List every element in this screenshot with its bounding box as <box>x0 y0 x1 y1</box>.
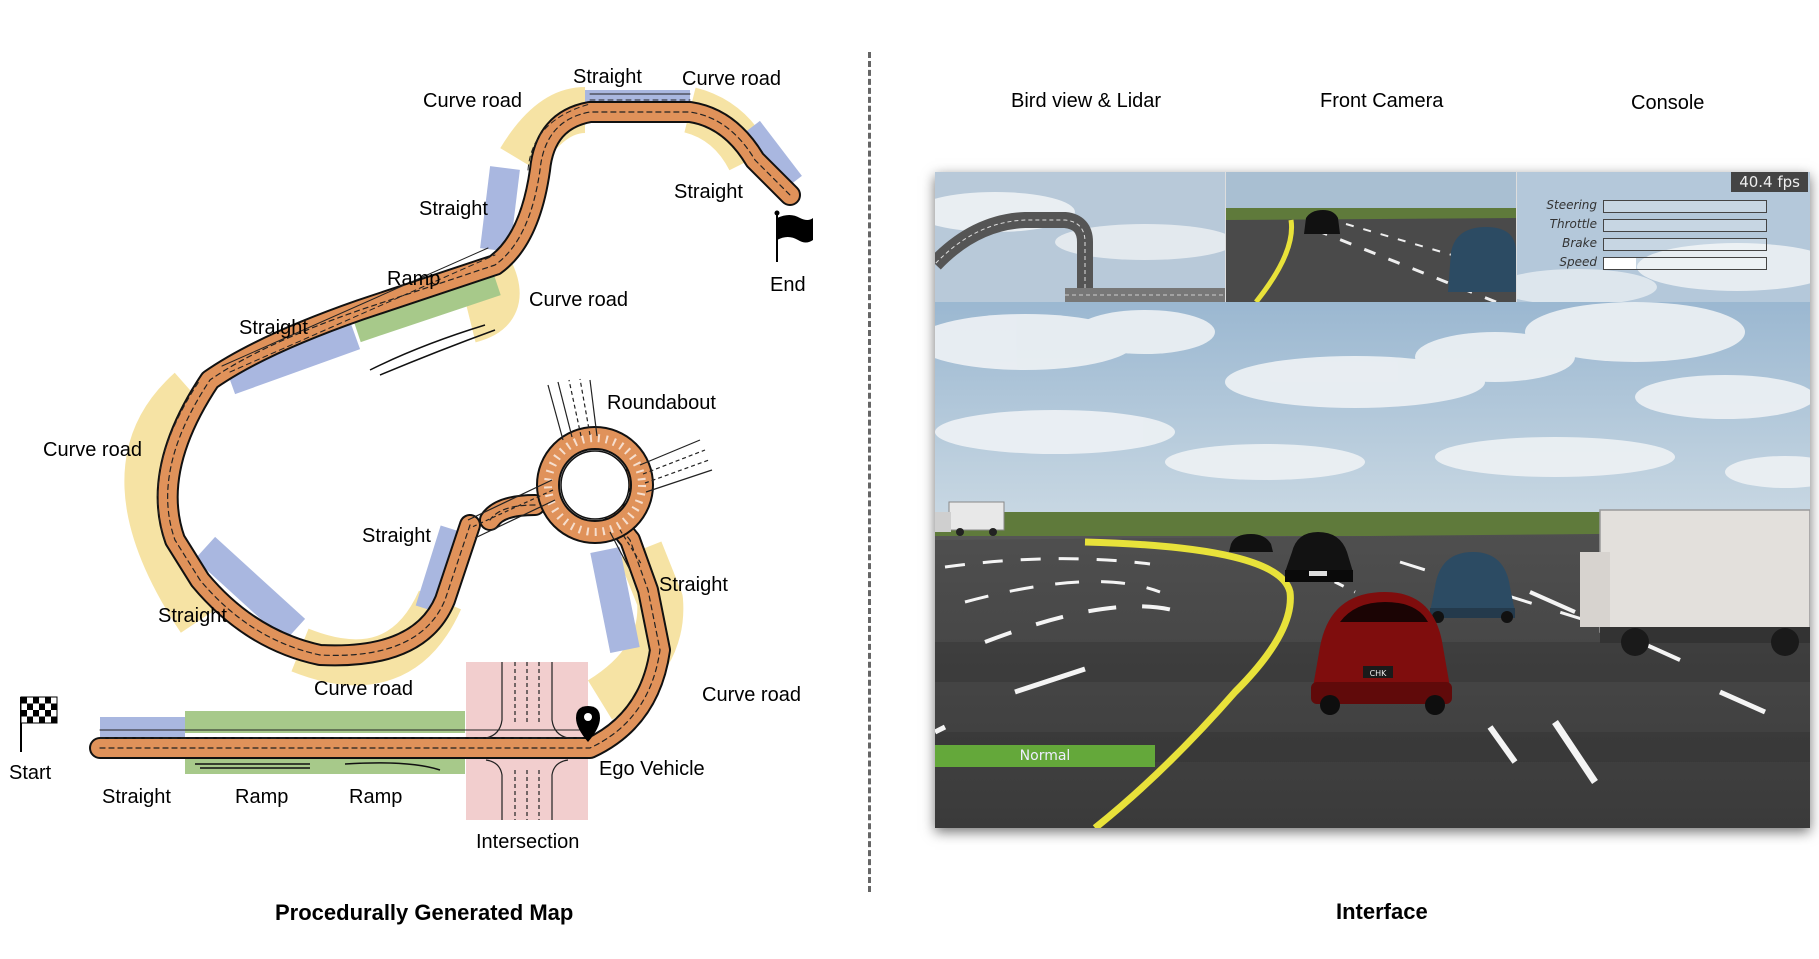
console-label: Throttle <box>1549 217 1597 231</box>
panel-title-bird-view: Bird view & Lidar <box>1011 90 1162 112</box>
front-camera-pane <box>1226 172 1517 302</box>
label-ramp: Ramp <box>235 786 289 808</box>
box-truck <box>1580 509 1810 656</box>
distant-truck <box>935 501 1005 536</box>
end-flag-icon <box>774 210 813 262</box>
label-straight: Straight <box>419 198 488 220</box>
label-straight: Straight <box>158 605 227 627</box>
speed-bar-fill <box>1604 258 1637 269</box>
black-car <box>1285 532 1353 582</box>
section-divider <box>868 52 871 892</box>
start-flag-icon <box>20 696 58 752</box>
panel-title-console: Console <box>1631 92 1705 114</box>
map-caption: Procedurally Generated Map <box>275 900 574 925</box>
procedural-map <box>20 87 813 820</box>
clouds <box>935 302 1810 488</box>
label-ramp: Ramp <box>387 268 441 290</box>
ego-vehicle-pin-icon <box>576 706 600 742</box>
label-straight: Straight <box>239 317 308 339</box>
steering-bar <box>1603 200 1767 213</box>
console-label: Speed <box>1559 255 1597 269</box>
yellow-center-line <box>1084 538 1294 828</box>
console-background <box>1517 172 1810 302</box>
distant-car <box>1229 534 1273 552</box>
label-curve-road: Curve road <box>314 678 413 700</box>
label-curve-road: Curve road <box>702 684 801 706</box>
bird-view-render <box>935 172 1225 302</box>
label-end: End <box>770 274 806 296</box>
blue-car <box>1430 552 1515 623</box>
intersection-roads <box>485 662 569 820</box>
label-straight: Straight <box>102 786 171 808</box>
ego-car: CHK <box>1311 592 1452 715</box>
label-straight: Straight <box>674 181 743 203</box>
label-curve-road: Curve road <box>423 90 522 112</box>
label-ramp: Ramp <box>349 786 403 808</box>
roundabout <box>467 378 713 571</box>
console-row-speed: Speed <box>1517 254 1767 272</box>
label-curve-road: Curve road <box>682 68 781 90</box>
route-path <box>89 93 801 759</box>
brake-bar <box>1603 238 1767 251</box>
label-intersection: Intersection <box>476 831 580 853</box>
ramp-lines <box>195 324 496 771</box>
label-straight: Straight <box>362 525 431 547</box>
label-start: Start <box>9 762 52 784</box>
console-row-steering: Steering <box>1517 197 1767 215</box>
bird-view-pane <box>935 172 1226 302</box>
console-pane: 40.4 fps Steering Throttle Brake Speed <box>1517 172 1810 302</box>
status-bar: Normal <box>935 745 1155 767</box>
panel-title-front-camera: Front Camera <box>1320 90 1444 112</box>
label-ego-vehicle: Ego Vehicle <box>599 758 705 780</box>
speed-bar <box>1603 257 1767 270</box>
label-curve-road: Curve road <box>43 439 142 461</box>
label-curve-road: Curve road <box>529 289 628 311</box>
console-row-brake: Brake <box>1517 235 1767 253</box>
console-label: Brake <box>1562 236 1597 250</box>
console-row-throttle: Throttle <box>1517 216 1767 234</box>
fps-counter: 40.4 fps <box>1731 172 1808 192</box>
label-straight: Straight <box>659 574 728 596</box>
interface-caption: Interface <box>1336 899 1428 924</box>
label-straight: Straight <box>573 66 642 88</box>
simulator-interface: CHK 40.4 fps <box>935 172 1810 828</box>
license-plate: CHK <box>1370 669 1388 678</box>
front-camera-render <box>1226 172 1516 302</box>
throttle-bar <box>1603 219 1767 232</box>
console-label: Steering <box>1546 198 1597 212</box>
label-roundabout: Roundabout <box>607 392 716 414</box>
